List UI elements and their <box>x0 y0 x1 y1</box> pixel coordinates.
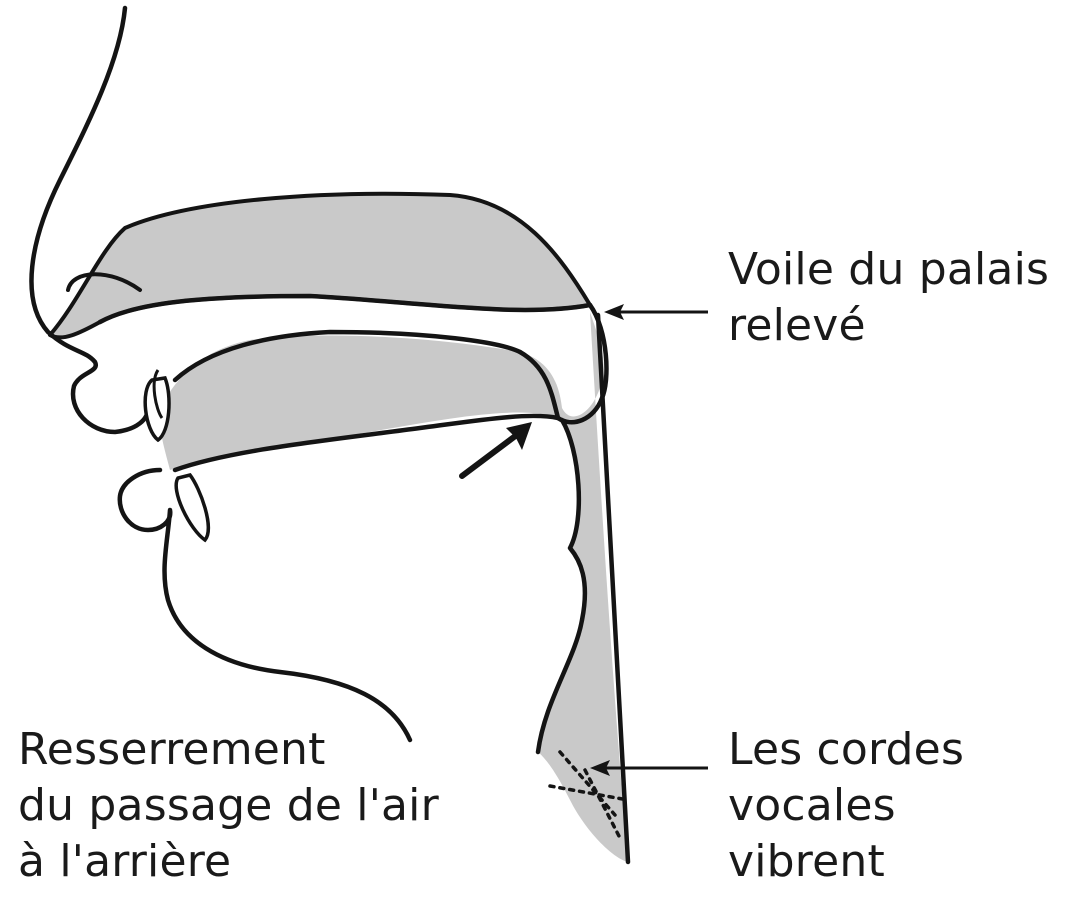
constriction-label-line-2: du passage de l'air <box>18 778 439 834</box>
vocal-cords-label-line-3: vibrent <box>728 834 964 890</box>
soft-palate-label-line-2: relevé <box>728 298 1049 354</box>
constriction-label-line-1: Resserrement <box>18 722 439 778</box>
vocal-cords-label-line-1: Les cordes <box>728 722 964 778</box>
constriction-label: Resserrement du passage de l'air à l'arr… <box>18 722 439 890</box>
lower-lip-outline <box>120 470 410 740</box>
constriction-label-line-3: à l'arrière <box>18 834 439 890</box>
airflow-arrow <box>462 422 532 476</box>
nose-outline <box>31 8 148 432</box>
vocal-cords-arrow <box>590 760 708 776</box>
soft-palate-label: Voile du palais relevé <box>728 242 1049 354</box>
soft-palate-arrow <box>604 304 708 320</box>
vocal-cords-label: Les cordes vocales vibrent <box>728 722 964 890</box>
vocal-cords-label-line-2: vocales <box>728 778 964 834</box>
nasal-cavity <box>50 194 590 338</box>
lower-teeth <box>176 475 208 540</box>
soft-palate-label-line-1: Voile du palais <box>728 242 1049 298</box>
